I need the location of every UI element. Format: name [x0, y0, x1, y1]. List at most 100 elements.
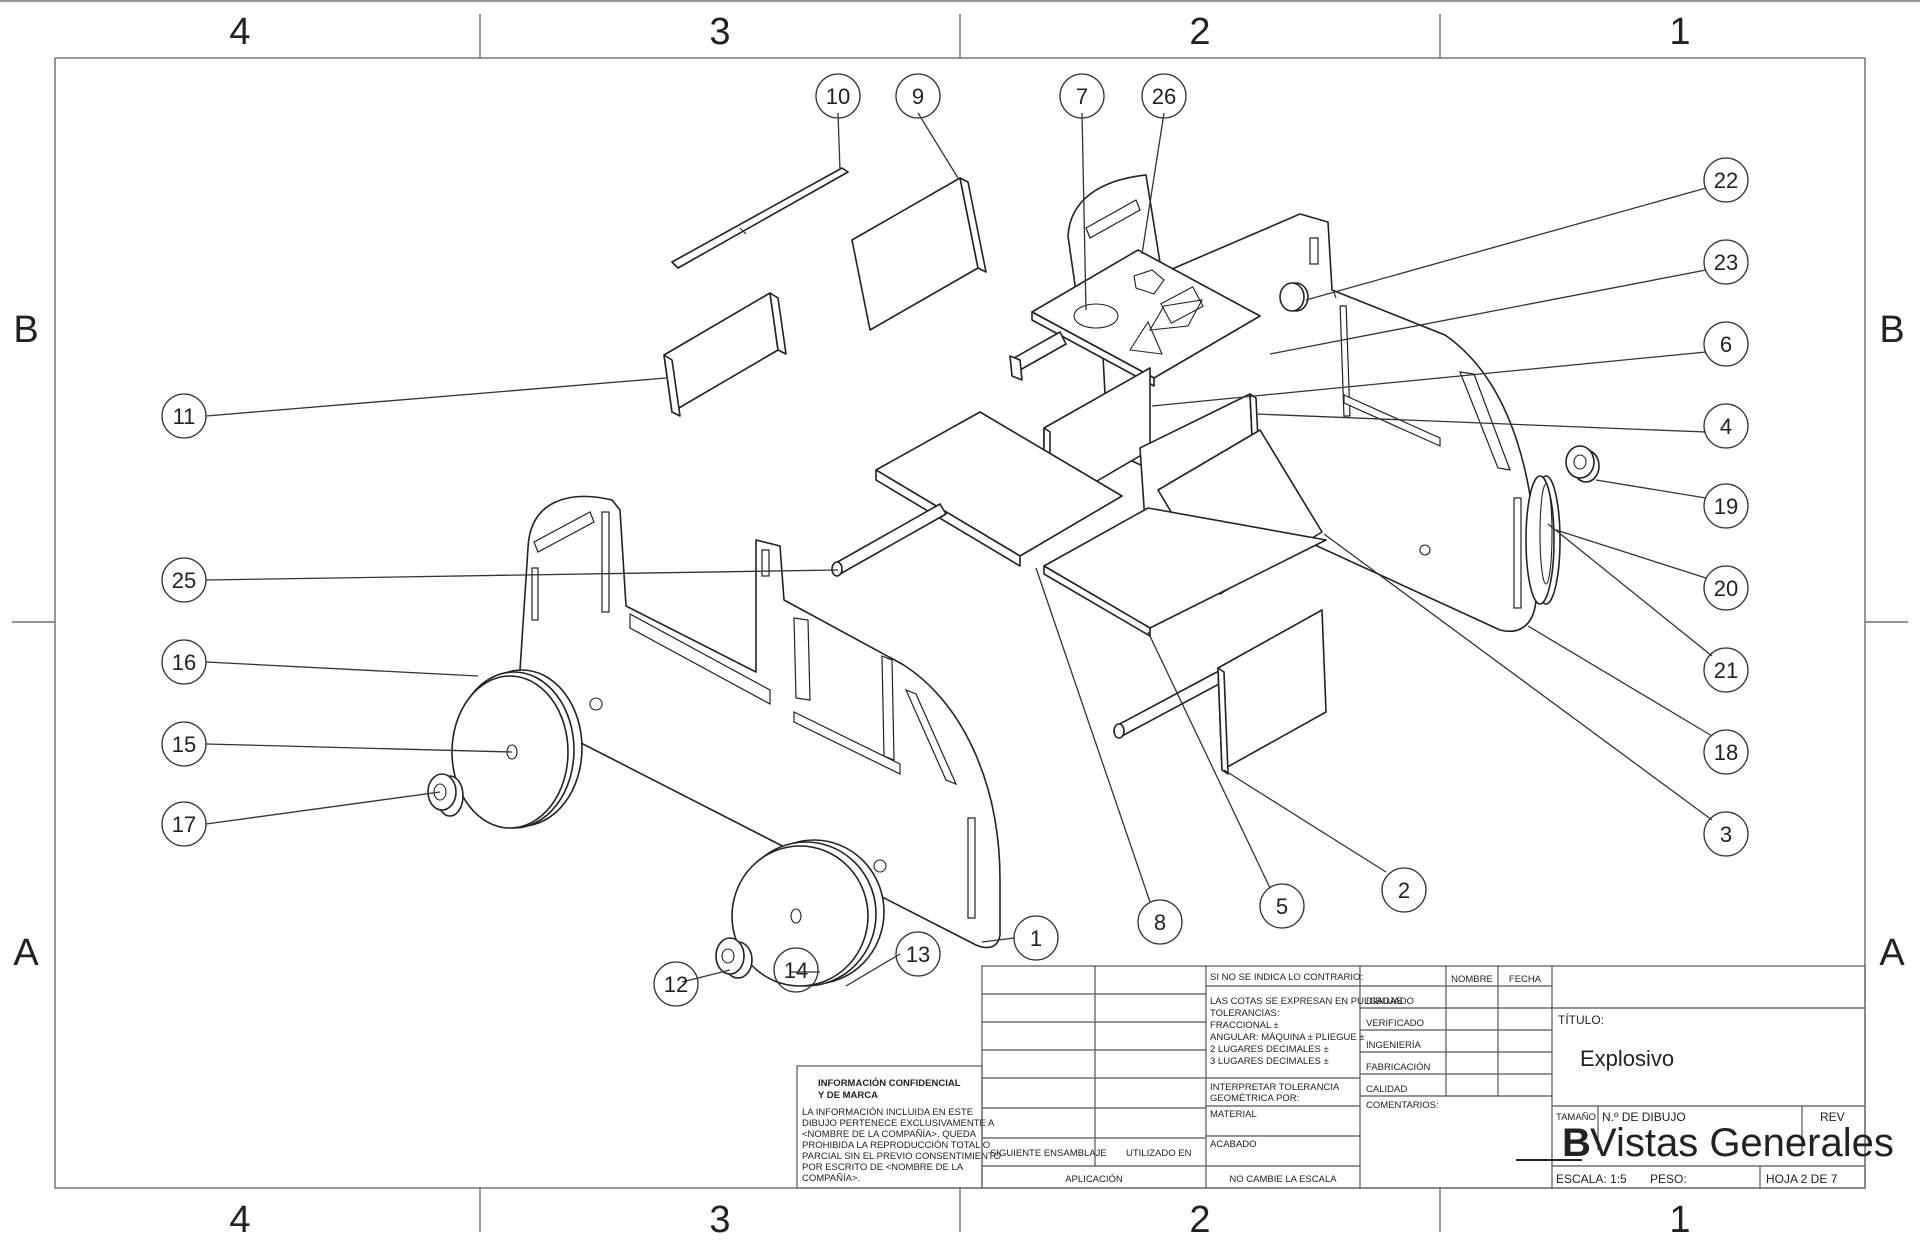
role-label: VERIFICADO	[1366, 1018, 1424, 1029]
balloon: 12	[653, 961, 699, 1007]
exploded-assembly	[427, 167, 1600, 987]
balloon: 1	[1013, 915, 1059, 961]
balloon: 22	[1703, 157, 1749, 203]
part-26-top-plate	[1031, 249, 1261, 387]
balloon: 23	[1703, 239, 1749, 285]
balloon: 16	[161, 639, 207, 685]
zone-col-bottom: 1	[1669, 1199, 1690, 1241]
zone-col-bottom: 2	[1189, 1199, 1210, 1241]
balloon: 25	[161, 557, 207, 603]
balloon-label: 8	[1154, 910, 1166, 935]
size-label: TAMAÑO	[1556, 1112, 1596, 1123]
balloon: 8	[1137, 899, 1183, 945]
drawing-title: Explosivo	[1580, 1046, 1674, 1071]
balloon-label: 9	[912, 84, 924, 109]
used-on-label: UTILIZADO EN	[1126, 1148, 1192, 1159]
leader-lines	[205, 112, 1713, 987]
balloons: 10 9 7 26 22 23 6 4 19 20 21 18 3 11 25 …	[161, 73, 1749, 1007]
balloon-label: 22	[1714, 168, 1738, 193]
balloon-label: 6	[1720, 332, 1732, 357]
balloon-label: 3	[1720, 822, 1732, 847]
balloon-label: 18	[1714, 740, 1738, 765]
balloon-label: 10	[826, 84, 850, 109]
tolerance-line: 2 LUGARES DECIMALES ±	[1210, 1044, 1329, 1055]
size-value: B	[1562, 1121, 1591, 1165]
balloon: 19	[1703, 483, 1749, 529]
part-8-plate	[1043, 507, 1327, 637]
zone-col-bottom: 4	[229, 1199, 250, 1241]
balloon-label: 13	[906, 942, 930, 967]
confidential-line: POR ESCRITO DE <NOMBRE DE LA	[802, 1162, 964, 1173]
part-11-panel	[663, 292, 787, 417]
zone-col-top: 1	[1669, 11, 1690, 53]
confidential-title: INFORMACIÓN CONFIDENCIAL	[818, 1077, 961, 1089]
tolerance-line: TOLERANCIAS:	[1210, 1008, 1280, 1019]
balloon-label: 17	[172, 812, 196, 837]
balloon: 21	[1703, 647, 1749, 693]
part-2-panel	[1217, 609, 1327, 775]
confidential-line: LA INFORMACIÓN INCLUIDA EN ESTE	[802, 1107, 973, 1118]
role-label: FABRICACIÓN	[1366, 1062, 1431, 1073]
zone-col-bottom: 3	[709, 1199, 730, 1241]
name-header: NOMBRE	[1451, 974, 1493, 985]
lower-axle	[1113, 665, 1235, 739]
sheet-number: HOJA 2 DE 7	[1766, 1172, 1838, 1186]
balloon-label: 7	[1076, 84, 1088, 109]
drawing-number-label: N.º DE DIBUJO	[1602, 1110, 1686, 1124]
part-16-wheel	[451, 669, 583, 829]
balloon-label: 20	[1714, 576, 1738, 601]
balloon-label: 12	[664, 972, 688, 997]
balloon-label: 26	[1152, 84, 1176, 109]
zone-row-left: B	[13, 309, 38, 351]
balloon: 18	[1703, 729, 1749, 775]
application-label: APLICACIÓN	[1065, 1174, 1123, 1185]
finish-label: ACABADO	[1210, 1139, 1256, 1150]
title-block: SIGUIENTE ENSAMBLAJE UTILIZADO EN APLICA…	[981, 965, 1894, 1189]
confidential-line: COMPAÑÍA>.	[802, 1173, 860, 1184]
confidential-line: DIBUJO PERTENECE EXCLUSIVAMENTE A	[802, 1118, 995, 1129]
role-label: INGENIERÍA	[1366, 1040, 1422, 1051]
balloon-label: 14	[784, 958, 808, 983]
balloon-label: 15	[172, 732, 196, 757]
balloon: 3	[1703, 811, 1749, 857]
zone-row-right: A	[1879, 932, 1905, 974]
material-label: MATERIAL	[1210, 1109, 1257, 1120]
confidential-line: PARCIAL SIN EL PREVIO CONSENTIMIENTO	[802, 1151, 1001, 1162]
part-20-21-hub	[1539, 483, 1553, 585]
balloon-label: 2	[1398, 878, 1410, 903]
role-label: DIBUJADO	[1366, 996, 1414, 1007]
drawing-number-value: Vistas Generales	[1590, 1121, 1894, 1165]
comments-label: COMENTARIOS:	[1366, 1100, 1439, 1111]
part-13-wheel	[731, 839, 885, 987]
balloon-label: 21	[1714, 658, 1738, 683]
part-17-knob	[427, 773, 464, 817]
scale-label: ESCALA: 1:5	[1556, 1172, 1627, 1186]
balloon: 17	[161, 801, 207, 847]
balloon: 7	[1059, 73, 1105, 119]
confidential-title: Y DE MARCA	[818, 1090, 878, 1101]
revision-label: REV	[1820, 1110, 1845, 1124]
zone-row-right: B	[1879, 309, 1904, 351]
tolerance-line: FRACCIONAL ±	[1210, 1020, 1279, 1031]
part-12-knob	[715, 937, 753, 979]
geometric-tolerance: GEOMÉTRICA POR:	[1210, 1093, 1299, 1104]
balloon: 15	[161, 721, 207, 767]
role-label: CALIDAD	[1366, 1084, 1407, 1095]
part-10-strip	[671, 167, 849, 269]
zone-col-top: 4	[229, 11, 250, 53]
balloon-label: 19	[1714, 494, 1738, 519]
zone-row-left: A	[13, 932, 39, 974]
balloon: 5	[1259, 883, 1305, 929]
rear-wheel-right	[1525, 475, 1561, 605]
balloon-label: 4	[1720, 414, 1732, 439]
zone-labels: 4 3 2 1 4 3 2 1 B A B A	[13, 11, 1905, 1241]
balloon: 2	[1381, 867, 1427, 913]
geometric-tolerance: INTERPRETAR TOLERANCIA	[1210, 1082, 1340, 1093]
balloon-label: 16	[172, 650, 196, 675]
balloon: 10	[815, 73, 861, 119]
confidential-notice: INFORMACIÓN CONFIDENCIAL Y DE MARCA LA I…	[796, 1065, 1001, 1189]
balloon: 4	[1703, 403, 1749, 449]
balloon: 14	[773, 947, 819, 993]
